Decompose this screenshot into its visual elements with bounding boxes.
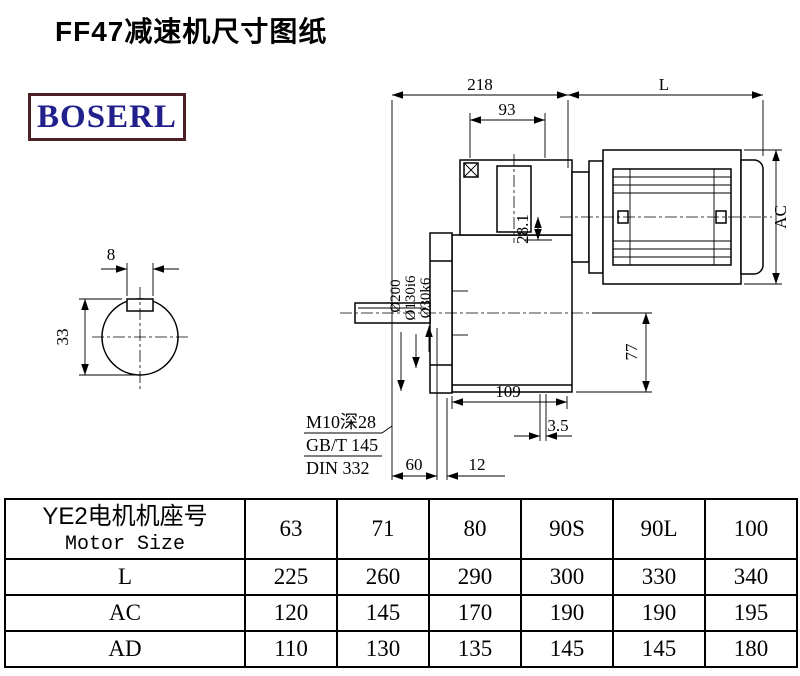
row-label: AD	[4, 630, 246, 668]
col-header: 71	[336, 498, 430, 560]
dim-33: 33	[53, 329, 72, 346]
dim-28-1: 28.1	[513, 214, 532, 244]
shaft-section-view	[79, 263, 190, 389]
dim-dia130: Ø130i6	[403, 275, 419, 321]
dim-AC: AC	[771, 205, 790, 229]
gearbox-outline	[451, 159, 573, 393]
table-cell: 190	[612, 594, 706, 632]
brand-logo: BOSERL	[28, 93, 186, 141]
table-header-row: YE2电机机座号 Motor Size 63 71 80 90S 90L 100	[4, 498, 798, 560]
table-cell: 135	[428, 630, 522, 668]
technical-drawing: 218 L 93 AC 28.1 Ø200 Ø130i6 Ø30k6 77 10…	[53, 75, 790, 480]
dim-77: 77	[622, 343, 641, 361]
row-label: L	[4, 558, 246, 596]
page-title: FF47减速机尺寸图纸	[55, 16, 328, 47]
table-cell: 190	[520, 594, 614, 632]
table-cell: 225	[244, 558, 338, 596]
table-cell: 170	[428, 594, 522, 632]
table-cell: 340	[704, 558, 798, 596]
dim-12: 12	[469, 455, 486, 474]
dim-dia30: Ø30k6	[418, 277, 434, 318]
table-cell: 145	[612, 630, 706, 668]
dim-109: 109	[495, 382, 521, 401]
dim-93: 93	[499, 100, 516, 119]
col-header: 90S	[520, 498, 614, 560]
table-cell: 260	[336, 558, 430, 596]
table-cell: 145	[520, 630, 614, 668]
col-header: 63	[244, 498, 338, 560]
note-std-gbt145: GB/T 145	[306, 435, 378, 455]
table-cell: 180	[704, 630, 798, 668]
table-header-en: Motor Size	[64, 532, 186, 556]
table-row: AC 120 145 170 190 190 195	[4, 594, 798, 632]
col-header: 90L	[612, 498, 706, 560]
dim-218: 218	[467, 75, 493, 94]
table-header-cn: YE2电机机座号	[42, 502, 208, 530]
table-row: L 225 260 290 300 330 340	[4, 558, 798, 596]
table-row: AD 110 130 135 145 145 180	[4, 630, 798, 668]
table-cell: 145	[336, 594, 430, 632]
centerlines	[340, 154, 772, 314]
dimension-lines	[304, 91, 782, 480]
note-tap-m10: M10深28	[306, 412, 376, 432]
dimension-table: YE2电机机座号 Motor Size 63 71 80 90S 90L 100…	[4, 498, 798, 668]
dim-3-5: 3.5	[547, 416, 568, 435]
row-label: AC	[4, 594, 246, 632]
dim-dia200: Ø200	[388, 279, 404, 312]
table-cell: 130	[336, 630, 430, 668]
dim-60: 60	[406, 455, 423, 474]
col-header: 100	[704, 498, 798, 560]
table-header-motor-size: YE2电机机座号 Motor Size	[4, 498, 246, 560]
table-cell: 330	[612, 558, 706, 596]
table-cell: 110	[244, 630, 338, 668]
dim-L: L	[659, 75, 669, 94]
col-header: 80	[428, 498, 522, 560]
table-cell: 300	[520, 558, 614, 596]
note-std-din332: DIN 332	[306, 458, 370, 478]
table-cell: 195	[704, 594, 798, 632]
table-cell: 120	[244, 594, 338, 632]
dim-8: 8	[107, 245, 116, 264]
table-cell: 290	[428, 558, 522, 596]
